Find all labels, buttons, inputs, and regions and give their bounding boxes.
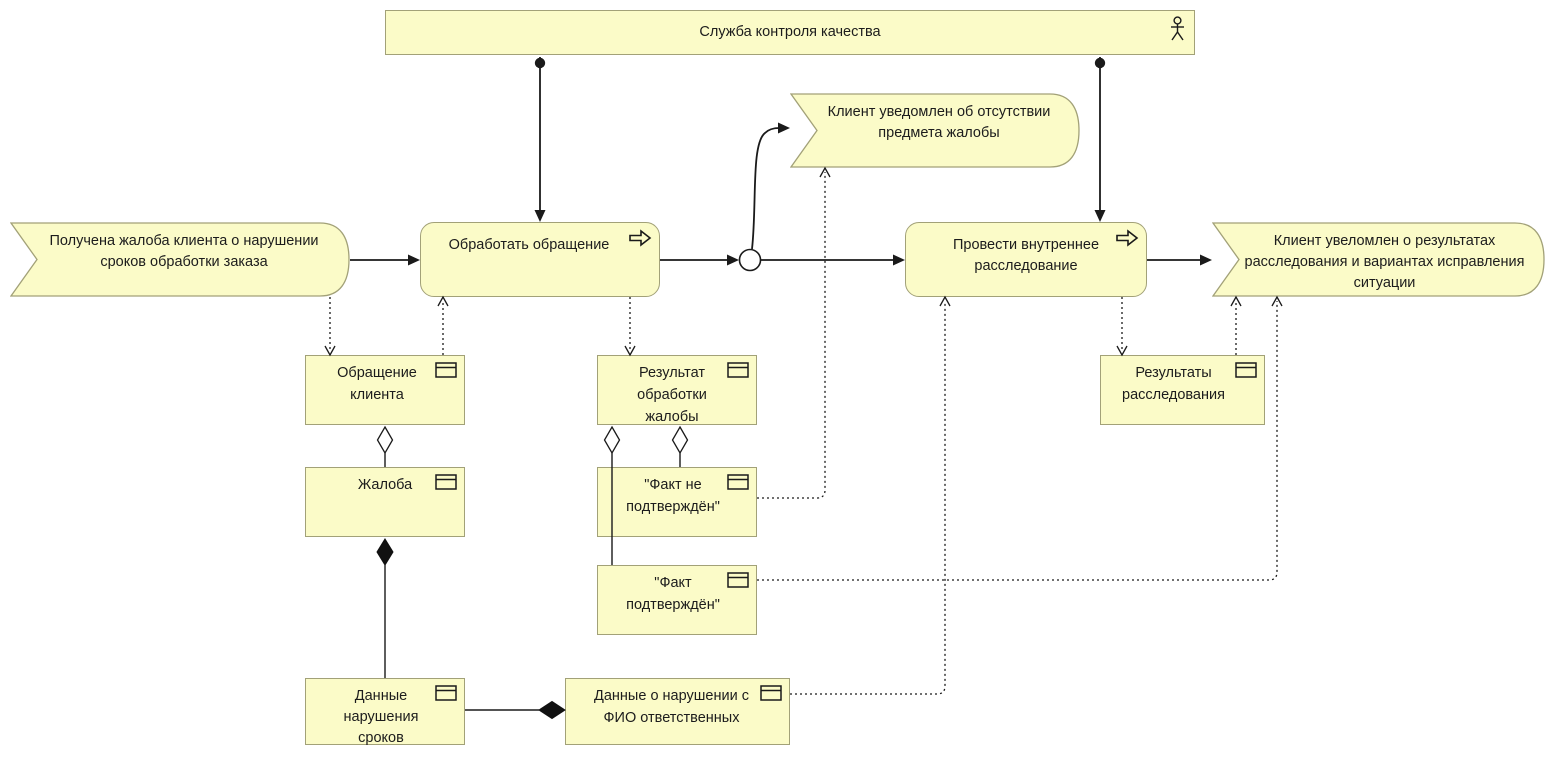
business-object-icon: [727, 572, 749, 596]
access-fio-to-investigate: [790, 295, 951, 695]
business-object-icon: [727, 474, 749, 498]
object-fact-confirmed-label: "Факт подтверждён": [626, 575, 720, 613]
flow-handle-to-junction: [660, 254, 739, 266]
node-event-result[interactable]: Клиент увеломлен о результатах расследов…: [1212, 222, 1545, 297]
business-actor-icon: [1170, 16, 1185, 49]
node-object-result[interactable]: Результат обработки жалобы: [597, 355, 757, 425]
object-violation-fio-label: Данные о нарушении с ФИО ответственных: [594, 688, 749, 726]
access-handle-to-result: [624, 297, 636, 357]
object-complaint-label: Жалоба: [357, 477, 413, 493]
access-factyes-to-result-event: [757, 295, 1283, 581]
flow-junction-to-investigate: [761, 254, 905, 266]
event-shape: [1212, 222, 1545, 297]
flow-junction-to-notify-event: [751, 122, 790, 250]
business-object-icon: [435, 362, 457, 386]
node-object-violation-data[interactable]: Данные нарушения сроков: [305, 678, 465, 747]
node-object-request[interactable]: Обращение клиента: [305, 355, 465, 425]
access-start-to-request: [324, 297, 336, 357]
flow-start-to-handle: [350, 254, 420, 266]
node-object-complaint[interactable]: Жалоба: [305, 467, 465, 537]
flow-investigate-to-result-event: [1147, 254, 1212, 266]
business-object-icon: [435, 685, 457, 709]
object-violation-data-label: Данные нарушения сроков: [343, 688, 419, 747]
assignment-actor-to-handle: [534, 57, 546, 222]
event-start-label: Получена жалоба клиента о нарушении срок…: [49, 233, 319, 271]
access-investigate-to-results: [1116, 297, 1128, 357]
aggregation-result-factnot: [671, 425, 689, 467]
node-process-investigate[interactable]: Провести внутреннее расследование: [905, 222, 1147, 297]
junction-circle[interactable]: [738, 248, 762, 272]
node-process-handle[interactable]: Обработать обращение: [420, 222, 660, 297]
access-factnot-to-notify-event: [757, 166, 831, 499]
node-object-violation-fio[interactable]: Данные о нарушении с ФИО ответственных: [565, 678, 790, 745]
business-object-icon: [1235, 362, 1257, 386]
business-object-icon: [435, 474, 457, 498]
process-investigate-label: Провести внутреннее расследование: [952, 237, 1100, 275]
node-object-investigation-results[interactable]: Результаты расследования: [1100, 355, 1265, 425]
node-event-no-subject[interactable]: Клиент уведомлен об отсутствии предмета …: [790, 93, 1080, 168]
node-object-fact-confirmed[interactable]: "Факт подтверждён": [597, 565, 757, 635]
composition-violationdata-fio: [465, 700, 566, 720]
business-object-icon: [727, 362, 749, 386]
assignment-actor-to-investigate: [1094, 57, 1106, 222]
access-results-to-result-event: [1230, 295, 1242, 355]
process-handle-label: Обработать обращение: [448, 237, 610, 253]
object-result-label: Результат обработки жалобы: [637, 365, 707, 425]
event-shape: [10, 222, 350, 297]
object-fact-not-confirmed-label: "Факт не подтверждён": [626, 477, 720, 515]
object-request-label: Обращение клиента: [337, 365, 417, 403]
process-arrow-icon: [1115, 229, 1139, 254]
business-object-icon: [760, 685, 782, 709]
event-no-subject-label: Клиент уведомлен об отсутствии предмета …: [827, 104, 1051, 142]
event-shape: [790, 93, 1080, 168]
access-request-to-handle: [437, 295, 449, 355]
node-object-fact-not-confirmed[interactable]: "Факт не подтверждён": [597, 467, 757, 537]
process-arrow-icon: [628, 229, 652, 254]
event-result-label: Клиент увеломлен о результатах расследов…: [1244, 233, 1525, 292]
actor-label: Служба контроля качества: [699, 23, 881, 40]
node-event-start[interactable]: Получена жалоба клиента о нарушении срок…: [10, 222, 350, 297]
composition-complaint-violationdata: [376, 538, 394, 678]
node-business-actor[interactable]: Служба контроля качества: [385, 10, 1195, 55]
aggregation-request-complaint: [376, 425, 394, 467]
